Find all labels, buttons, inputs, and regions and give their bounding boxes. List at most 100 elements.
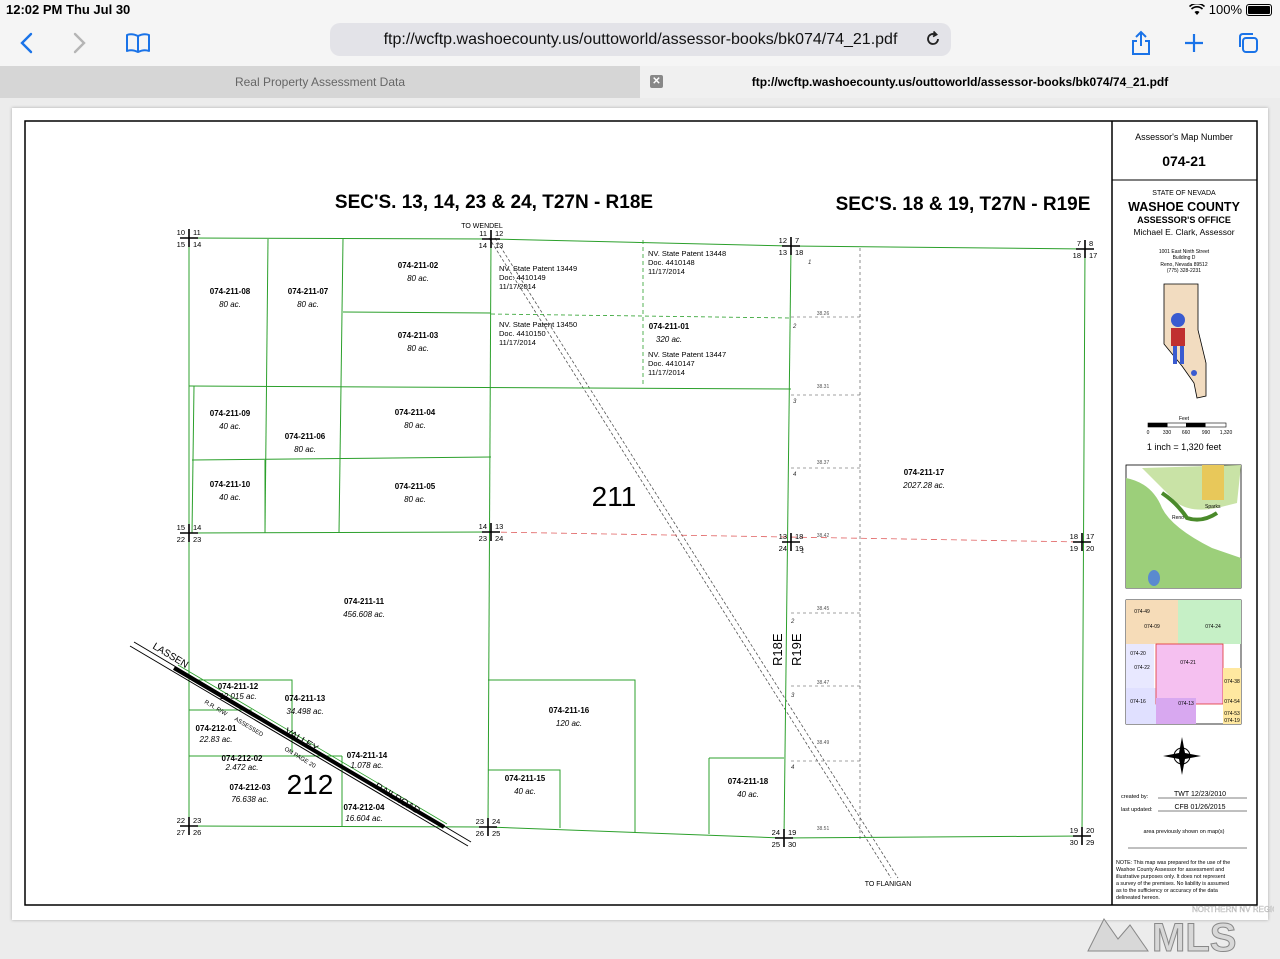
svg-text:074-212-03: 074-212-03	[230, 783, 271, 792]
svg-text:40 ac.: 40 ac.	[514, 787, 536, 796]
svg-text:NOTE: This map was prepared f: NOTE: This map was prepared for the use …	[1116, 860, 1230, 866]
new-tab-icon[interactable]	[1177, 26, 1211, 60]
mls-watermark-main: MLS	[1152, 916, 1236, 955]
area-211: 211	[592, 481, 637, 512]
svg-text:330: 330	[1163, 430, 1172, 436]
svg-text:074-16: 074-16	[1130, 699, 1146, 705]
svg-text:as to the sufficiency or accur: as to the sufficiency or accuracy of the…	[1116, 888, 1218, 894]
svg-text:120 ac.: 120 ac.	[556, 719, 582, 728]
bookmarks-icon[interactable]	[121, 26, 155, 60]
svg-text:illustrative purposes only. I: illustrative purposes only. It does not …	[1116, 874, 1226, 880]
section-number: 20	[1086, 544, 1094, 553]
section-number: 18	[795, 248, 803, 257]
to-flanigan: TO FLANIGAN	[865, 881, 912, 888]
tabs-icon[interactable]	[1231, 26, 1265, 60]
section-number: 18	[1070, 532, 1078, 541]
svg-text:1: 1	[808, 260, 811, 266]
section-number: 24	[492, 817, 500, 826]
svg-text:38.45: 38.45	[817, 606, 830, 612]
reload-icon[interactable]	[923, 29, 943, 49]
svg-text:074-211-05: 074-211-05	[395, 482, 436, 491]
forward-icon[interactable]	[62, 26, 96, 60]
back-icon[interactable]	[10, 26, 44, 60]
area-212: 212	[287, 769, 334, 800]
r19e-label: R19E	[789, 633, 804, 666]
svg-text:074-211-08: 074-211-08	[210, 287, 251, 296]
svg-text:074-211-07: 074-211-07	[288, 287, 329, 296]
svg-text:40 ac.: 40 ac.	[219, 493, 241, 502]
svg-text:4: 4	[793, 472, 797, 478]
section-number: 15	[177, 523, 185, 532]
svg-text:074-212-02: 074-212-02	[222, 754, 263, 763]
svg-text:11/17/2014: 11/17/2014	[499, 282, 536, 291]
svg-text:074-211-15: 074-211-15	[505, 774, 546, 783]
share-icon[interactable]	[1124, 26, 1158, 60]
section-number: 14	[479, 241, 487, 250]
section-number: 7	[795, 236, 799, 245]
section-number: 19	[788, 828, 796, 837]
section-number: 25	[492, 829, 500, 838]
svg-text:last updated:: last updated:	[1121, 807, 1153, 813]
svg-text:074-211-03: 074-211-03	[398, 331, 439, 340]
svg-text:Sparks: Sparks	[1205, 504, 1221, 510]
created-by: TWT 12/23/2010	[1174, 791, 1226, 798]
patent-lines	[490, 240, 792, 386]
svg-text:16.604 ac.: 16.604 ac.	[345, 814, 382, 823]
close-tab-icon[interactable]: ✕	[650, 75, 663, 88]
svg-text:0: 0	[1147, 430, 1150, 436]
svg-text:660: 660	[1182, 430, 1191, 436]
section-number: 17	[1089, 251, 1097, 260]
svg-text:NV. State Patent 13447: NV. State Patent 13447	[648, 350, 726, 359]
header-left: SEC'S. 13, 14, 23 & 24, T27N - R18E	[335, 192, 653, 213]
section-number: 19	[795, 544, 803, 553]
svg-text:1.078 ac.: 1.078 ac.	[351, 761, 384, 770]
status-bar: 12:02 PM Thu Jul 30 100%	[0, 0, 1280, 20]
svg-text:NV. State Patent 13449: NV. State Patent 13449	[499, 264, 577, 273]
mls-watermark: NORTHERN NV REGIONAL MLS	[1087, 905, 1274, 955]
svg-text:074-19: 074-19	[1224, 718, 1240, 724]
lot-lines	[791, 248, 861, 839]
tab-pdf[interactable]: ✕ ftp://wcftp.washoecounty.us/outtoworld…	[640, 66, 1280, 98]
browser-toolbar: ftp://wcftp.washoecounty.us/outtoworld/a…	[0, 20, 1280, 66]
svg-text:Building D: Building D	[1173, 255, 1196, 261]
section-number: 7	[1077, 239, 1081, 248]
section-number: 24	[772, 828, 780, 837]
svg-text:074-38: 074-38	[1224, 679, 1240, 685]
address-bar[interactable]: ftp://wcftp.washoecounty.us/outtoworld/a…	[330, 23, 951, 56]
pdf-viewer[interactable]: SEC'S. 13, 14, 23 & 24, T27N - R18E SEC'…	[0, 98, 1280, 959]
lot-acres: 38.26 38.31 38.37 38.42 38.45 38.47 38.4…	[817, 311, 830, 832]
svg-text:40 ac.: 40 ac.	[737, 790, 759, 799]
svg-text:38.26: 38.26	[817, 311, 830, 317]
section-number: 10	[177, 228, 185, 237]
svg-text:1001 East Ninth Street: 1001 East Ninth Street	[1159, 249, 1210, 255]
svg-text:12.015 ac.: 12.015 ac.	[219, 692, 256, 701]
section-number: 23	[193, 535, 201, 544]
mls-watermark-top: NORTHERN NV REGIONAL	[1192, 905, 1274, 914]
svg-text:074-211-02: 074-211-02	[398, 261, 439, 270]
wifi-icon	[1188, 3, 1205, 15]
vicinity-map: Sparks Reno	[1125, 464, 1242, 589]
svg-text:2: 2	[792, 324, 797, 330]
section-number: 11	[193, 228, 201, 237]
svg-text:Doc. 4410148: Doc. 4410148	[648, 258, 695, 267]
svg-text:074-211-10: 074-211-10	[210, 480, 251, 489]
map-number: 074-21	[1162, 153, 1206, 169]
url-text: ftp://wcftp.washoecounty.us/outtoworld/a…	[383, 30, 898, 48]
railroad	[129, 641, 472, 847]
section-number: 30	[1070, 838, 1078, 847]
section-number: 19	[1070, 544, 1078, 553]
section-number: 13	[779, 532, 787, 541]
north-arrow-icon	[1163, 737, 1201, 775]
svg-text:38.49: 38.49	[817, 740, 830, 746]
svg-text:074-53: 074-53	[1224, 711, 1240, 717]
svg-text:1: 1	[801, 549, 804, 555]
section-number: 12	[779, 236, 787, 245]
section-number: 24	[779, 544, 787, 553]
tab-label: Real Property Assessment Data	[234, 75, 406, 89]
svg-text:2: 2	[790, 619, 795, 625]
svg-text:80 ac.: 80 ac.	[407, 274, 429, 283]
tab-real-property[interactable]: Real Property Assessment Data	[0, 66, 640, 98]
